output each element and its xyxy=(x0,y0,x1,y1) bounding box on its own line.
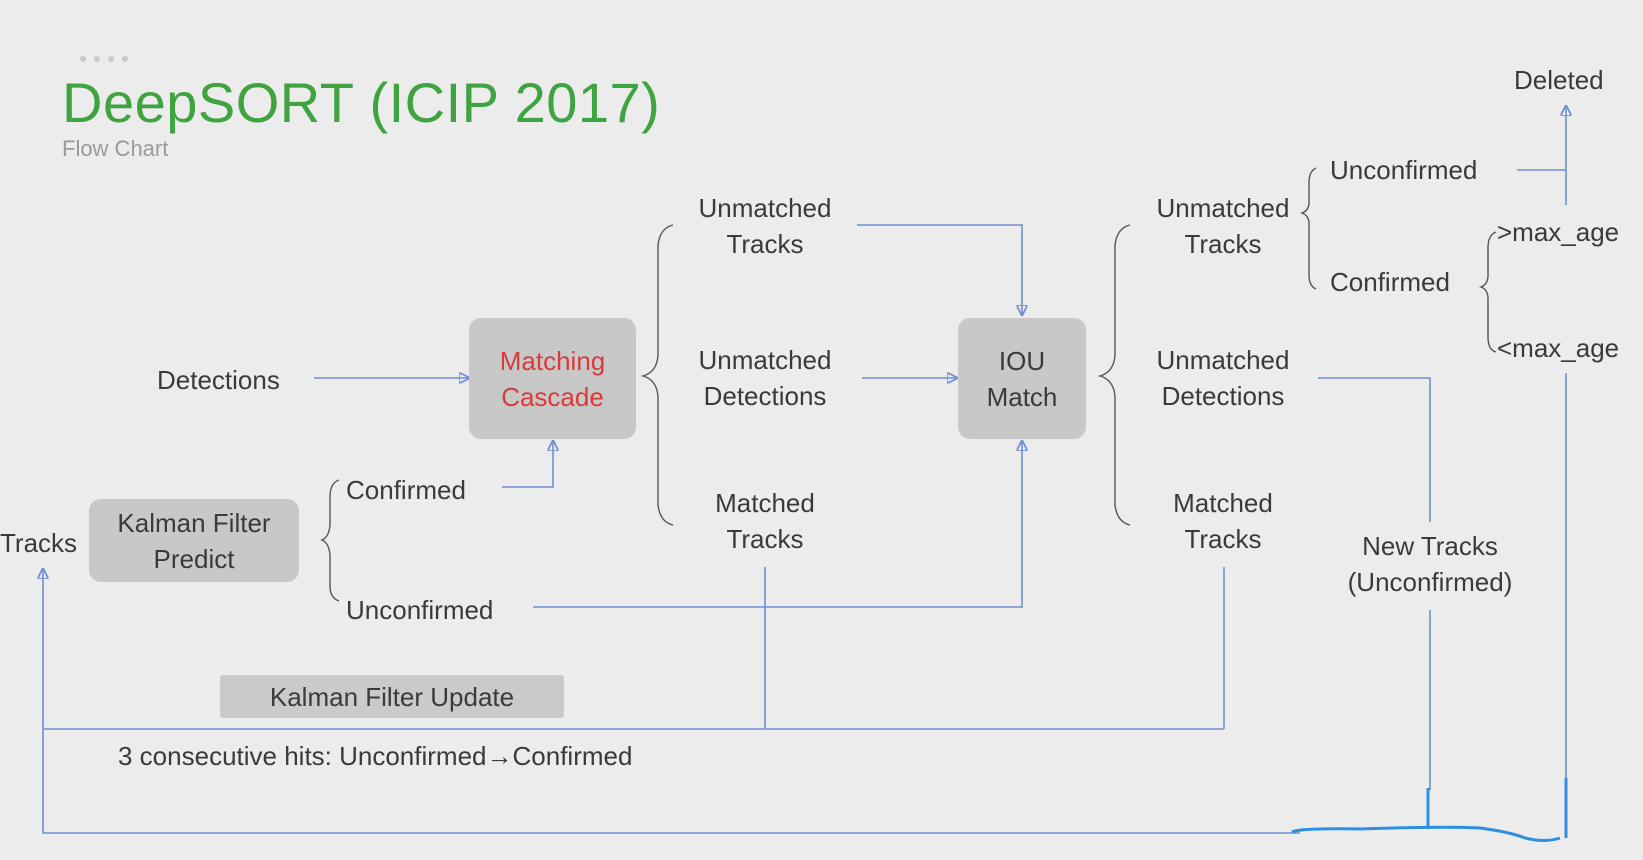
box-iou-match: IOU Match xyxy=(958,318,1086,439)
iou-match-line2: Match xyxy=(986,381,1058,412)
brace-iou-out xyxy=(1097,224,1131,526)
label-tracks: Tracks xyxy=(0,528,78,558)
box-kalman-filter-predict: Kalman Filter Predict xyxy=(89,499,299,582)
page-subtitle: Flow Chart xyxy=(62,136,169,161)
text-line: Tracks xyxy=(1184,524,1262,554)
label-iou-matched-tracks: Matched Tracks xyxy=(1138,485,1308,557)
text-line: Detections xyxy=(1161,381,1285,411)
box-kalman-filter-update: Kalman Filter Update xyxy=(220,675,564,718)
brace-unmatched-tracks-state xyxy=(1299,167,1317,290)
slide-dots xyxy=(80,56,128,62)
slide-dot xyxy=(80,56,86,62)
text-line: Matched xyxy=(715,488,815,518)
label-confirmed: Confirmed xyxy=(346,475,466,505)
page-title: DeepSORT (ICIP 2017) xyxy=(62,71,661,134)
slide-dot xyxy=(108,56,114,62)
line-unmatched-detections-to-new-tracks xyxy=(1318,377,1431,522)
iou-match-line1: IOU xyxy=(998,345,1046,376)
label-cascade-matched-tracks: Matched Tracks xyxy=(680,485,850,557)
label-iou-unmatched-detections: Unmatched Detections xyxy=(1138,342,1308,414)
text-line: Matched xyxy=(1173,488,1273,518)
slide-dot xyxy=(122,56,128,62)
brace-cascade-out xyxy=(640,224,674,526)
slide-dot xyxy=(94,56,100,62)
label-over-max-age: >max_age xyxy=(1497,217,1620,247)
label-consecutive-hits: 3 consecutive hits: Unconfirmed→Confirme… xyxy=(118,741,633,771)
matching-cascade-line2: Cascade xyxy=(501,381,604,412)
arrow-unconfirmed-to-iou xyxy=(533,441,1022,608)
kalman-predict-line1: Kalman Filter xyxy=(117,507,271,538)
label-under-max-age: <max_age xyxy=(1497,333,1620,363)
text-line: (Unconfirmed) xyxy=(1347,567,1513,597)
text-line: Unmatched xyxy=(1156,345,1290,375)
text-line: Tracks xyxy=(1184,229,1262,259)
text-line: Tracks xyxy=(726,524,804,554)
matching-cascade-line1: Matching xyxy=(499,345,606,376)
arrow-return-to-tracks xyxy=(43,569,1300,834)
label-new-tracks: New Tracks (Unconfirmed) xyxy=(1320,528,1540,600)
label-cascade-unmatched-tracks: Unmatched Tracks xyxy=(680,190,850,262)
text-line: Unmatched xyxy=(1156,193,1290,223)
label-state-unconfirmed: Unconfirmed xyxy=(1330,155,1478,185)
arrow-confirmed-to-cascade xyxy=(502,441,553,488)
label-cascade-unmatched-detections: Unmatched Detections xyxy=(680,342,850,414)
text-line: Unmatched xyxy=(698,193,832,223)
label-state-confirmed: Confirmed xyxy=(1330,267,1450,297)
text-line: Detections xyxy=(703,381,827,411)
text-line: Unmatched xyxy=(698,345,832,375)
label-deleted: Deleted xyxy=(1514,65,1604,95)
box-matching-cascade: Matching Cascade xyxy=(469,318,636,439)
arrow-unmatched-tracks-to-iou xyxy=(857,224,1022,315)
text-line: Tracks xyxy=(726,229,804,259)
label-detections: Detections xyxy=(157,365,280,395)
pen-annotation-stroke xyxy=(1291,825,1561,842)
brace-predict-out xyxy=(320,479,340,602)
text-line: New Tracks xyxy=(1362,531,1498,561)
label-unconfirmed: Unconfirmed xyxy=(346,595,494,625)
brace-confirmed-age xyxy=(1478,231,1497,353)
kalman-predict-line2: Predict xyxy=(153,543,235,574)
label-iou-unmatched-tracks: Unmatched Tracks xyxy=(1138,190,1308,262)
